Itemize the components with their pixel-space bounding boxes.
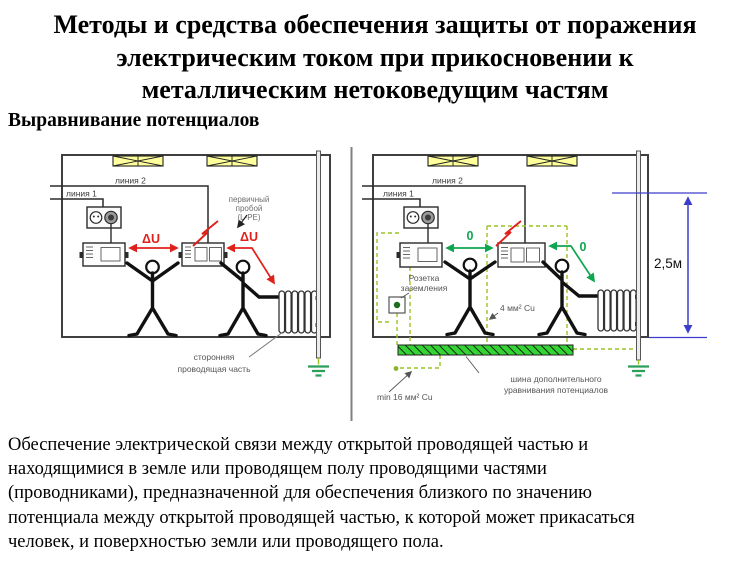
callout-arrow <box>237 214 248 229</box>
delta-u-label: ΔU <box>240 230 258 244</box>
riser-pipe <box>316 150 321 359</box>
line1-label: линия 1 <box>66 189 97 199</box>
description-line: (проводниками), предназначенной для обес… <box>8 483 592 504</box>
lightning-bolt-icon <box>192 220 219 247</box>
line1-label: линия 1 <box>383 189 414 199</box>
svg-text:Розетка: Розетка <box>409 273 440 283</box>
callout-line <box>465 356 480 374</box>
appliance-icon <box>178 242 228 267</box>
earth-socket-icon <box>388 296 406 314</box>
section-subtitle: Выравнивание потенциалов <box>8 110 260 131</box>
callout-arrow <box>488 312 499 320</box>
earth-socket-label: Розетка заземления <box>400 273 448 299</box>
svg-text:4 мм² Cu: 4 мм² Cu <box>500 303 535 313</box>
zero-voltage-label: 0 <box>467 229 474 243</box>
person-figure <box>125 259 180 338</box>
callout-arrow <box>388 371 413 393</box>
title-line-1: Методы и средства обеспечения защиты от … <box>53 10 697 39</box>
description-line: человек, и поверхностью земли или провод… <box>8 531 444 552</box>
svg-text:шина дополнительного: шина дополнительного <box>510 374 602 384</box>
svg-text:первичный: первичный <box>229 195 270 204</box>
zero-voltage-arrow <box>548 241 595 283</box>
appliance-icon <box>79 242 129 267</box>
bonding-terminal <box>393 366 399 371</box>
description-line: потенциала между открытой проводящей час… <box>8 507 635 528</box>
equalization-bus-bar <box>397 344 574 356</box>
ground-symbol-icon <box>628 360 649 377</box>
lightning-bolt-icon <box>495 220 522 247</box>
title-line-3: металлическим нетоковедущим частям <box>141 75 609 104</box>
wall-socket-icon <box>86 206 122 229</box>
line2-label: линия 2 <box>432 176 463 186</box>
ground-symbol-icon <box>308 358 329 377</box>
line1-wire <box>50 198 104 208</box>
height-dimension: 2,5м <box>612 192 707 339</box>
right-diagram: линия 2 линия 1 <box>362 150 707 402</box>
svg-text:проводящая часть: проводящая часть <box>178 364 252 374</box>
callout-line <box>248 331 284 358</box>
touch-voltage-arrow <box>226 243 275 285</box>
extraneous-part-label: сторонняя проводящая часть <box>178 331 284 374</box>
svg-text:пробой: пробой <box>236 204 263 213</box>
person-figure <box>443 257 497 337</box>
appliance-icon <box>497 242 546 268</box>
ceiling-lamp-icon <box>206 155 258 167</box>
delta-u-label: ΔU <box>142 232 160 246</box>
svg-text:заземления: заземления <box>401 283 448 293</box>
room-outline <box>372 154 649 338</box>
ceiling-lamp-icon <box>112 155 164 167</box>
appliance-icon <box>396 242 443 268</box>
svg-text:min 16 мм² Cu: min 16 мм² Cu <box>377 392 433 402</box>
line2-wire <box>362 185 526 243</box>
svg-text:(L-PE): (L-PE) <box>237 213 260 222</box>
ceiling-lamp-icon <box>526 155 578 167</box>
left-diagram: линия 2 линия 1 <box>50 150 331 377</box>
room-outline <box>61 154 331 338</box>
line1-wire <box>362 198 421 208</box>
page-title: Методы и средства обеспечения защиты от … <box>0 9 750 107</box>
wall-socket-icon <box>403 206 439 229</box>
wire-4mm-label: 4 мм² Cu <box>488 303 535 320</box>
radiator-icon <box>278 290 321 334</box>
diagrams-canvas: линия 2 линия 1 <box>50 147 707 421</box>
bus-label: шина дополнительного уравнивания потенци… <box>465 356 609 395</box>
line2-label: линия 2 <box>115 176 146 186</box>
radiator-icon <box>597 289 640 332</box>
description-line: находящимися в земле или проводящем полу… <box>8 459 547 480</box>
svg-text:сторонняя: сторонняя <box>194 352 235 362</box>
description-paragraph: Обеспечение электрической связи между от… <box>8 433 748 554</box>
min-wire-label: min 16 мм² Cu <box>377 371 433 402</box>
description-line: Обеспечение электрической связи между от… <box>8 435 589 455</box>
line2-wire <box>50 185 209 243</box>
zero-voltage-label: 0 <box>580 240 587 254</box>
height-value: 2,5м <box>654 256 682 271</box>
svg-text:уравнивания потенциалов: уравнивания потенциалов <box>504 385 609 395</box>
title-line-2: электрическим током при прикосновении к <box>116 42 634 72</box>
riser-pipe <box>636 150 641 361</box>
callout-line <box>400 292 410 299</box>
primary-breakdown-label: первичный пробой (L-PE) <box>229 195 270 229</box>
person-figure <box>537 258 602 337</box>
ceiling-lamp-icon <box>427 155 479 167</box>
person-figure <box>218 259 283 338</box>
